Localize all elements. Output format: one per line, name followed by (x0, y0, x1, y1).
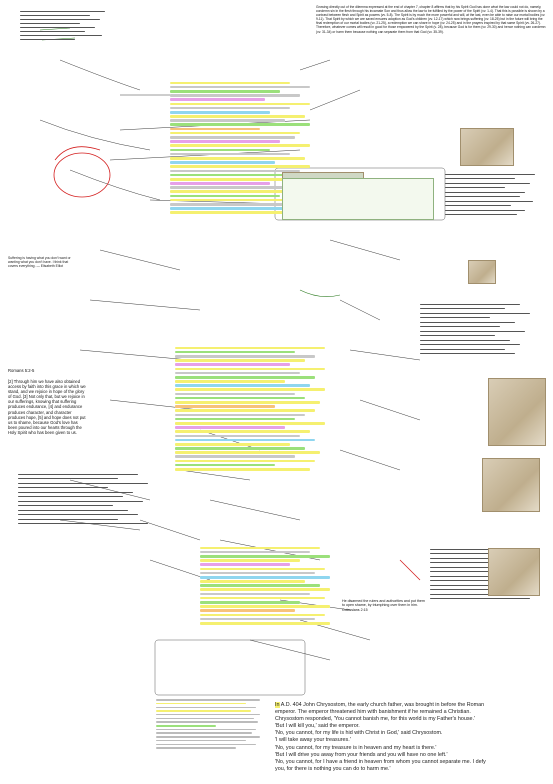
chrysostom-line: Chrysostom responded, 'You cannot banish… (275, 716, 476, 723)
handwritten-notes-right (445, 170, 545, 219)
chrysostom-line: 'No, you cannot, for my life is hid with… (275, 730, 443, 737)
pasted-photo-right-small (468, 260, 496, 284)
chrysostom-line: In A.D. 404 John Chrysostom, the early c… (275, 702, 550, 709)
chrysostom-story: In A.D. 404 John Chrysostom, the early c… (275, 702, 550, 773)
pasted-photo-top-right (460, 128, 514, 166)
romans-passage: [2] Through him we have also obtained ac… (8, 379, 86, 435)
romans-heading: Romans 5:2-5 (8, 368, 35, 373)
chrysostom-line: 'No, you cannot, for I have a friend in … (275, 758, 486, 765)
colossians-note: He disarmed the rulers and authorities a… (342, 599, 425, 612)
chrysostom-line: emperor. The emperor threatened him with… (275, 709, 471, 716)
pasted-handwritten-card (282, 178, 434, 220)
chrysostom-line: 'But I will drive you away from your fri… (275, 751, 448, 758)
scripture-text-column-bottom (200, 545, 340, 626)
pasted-photo-right-bottom (488, 548, 540, 596)
chrysostom-line: 'But I will kill you,' said the emperor. (275, 723, 360, 730)
scripture-text-column (170, 80, 320, 216)
bottom-left-commentary (156, 697, 264, 751)
chrysostom-line-0-rest: A.D. 404 John Chrysostom, the early chur… (279, 702, 485, 708)
handwritten-notes-left-top (20, 8, 115, 43)
elliot-quote: Suffering is having what you don't want … (8, 256, 71, 269)
scripture-text-column-lower (175, 345, 335, 472)
handwritten-notes-right-mid (420, 300, 540, 358)
chrysostom-highlight: In (275, 702, 280, 708)
pasted-photo-right-lower (482, 458, 540, 512)
handwritten-notes-right-bottom (430, 545, 545, 603)
chrysostom-line: you, for there is nothing you can do to … (275, 765, 391, 772)
handwritten-notes-left-mid (18, 470, 158, 528)
pasted-photo-right-mid (488, 378, 546, 446)
chrysostom-line: 'I will take away your treasures.' (275, 737, 351, 744)
chapter-summary: Growing directly out of the dilemma expr… (316, 5, 546, 34)
chrysostom-line: 'No, you cannot, for my treasure is in h… (275, 744, 437, 751)
